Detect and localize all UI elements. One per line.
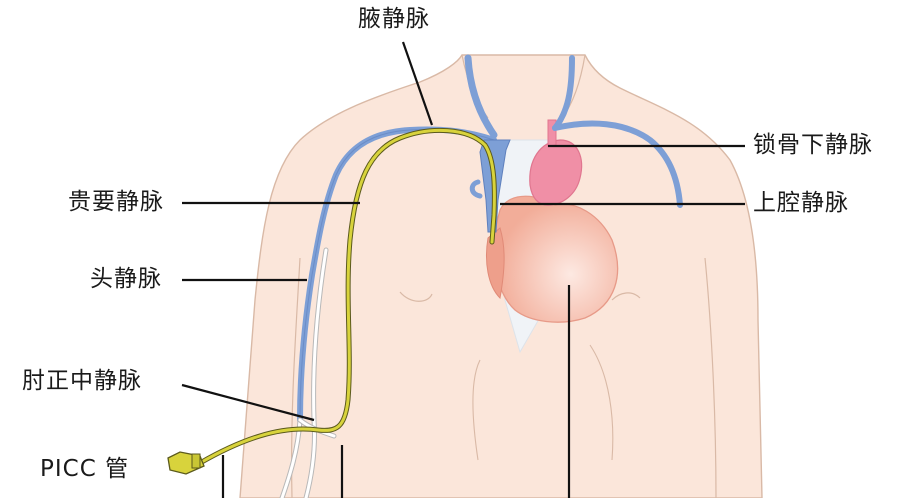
label-median-cubital-vein: 肘正中静脉: [22, 368, 142, 394]
subclavian-vein-right: [552, 120, 683, 208]
leader-axillary: [401, 41, 434, 126]
nipple-right: [611, 292, 641, 301]
jugular-vein-right: [552, 55, 575, 131]
jugular-vein-left: [464, 54, 498, 139]
label-axillary-vein: 腋静脉: [358, 6, 430, 32]
leader-median-cubital: [181, 383, 315, 422]
label-subclavian-vein: 锁骨下静脉: [753, 132, 873, 158]
basilic-vein-arm-inner: [304, 248, 328, 498]
right-atrium: [486, 227, 505, 300]
svc-side-branch: [469, 179, 483, 199]
nipple-left: [399, 291, 433, 302]
chest-contour: [472, 344, 614, 461]
label-basilic-vein: 贵要静脉: [68, 189, 164, 215]
arm-outline-right: [704, 257, 717, 498]
label-cephalic-vein: 头静脉: [90, 266, 162, 292]
leader-lines: [181, 41, 745, 498]
picc-hub-collar: [191, 453, 201, 469]
label-picc-tube: PICC 管: [40, 456, 130, 482]
label-superior-vena-cava: 上腔静脉: [753, 190, 849, 216]
picc-catheter: [198, 128, 496, 465]
